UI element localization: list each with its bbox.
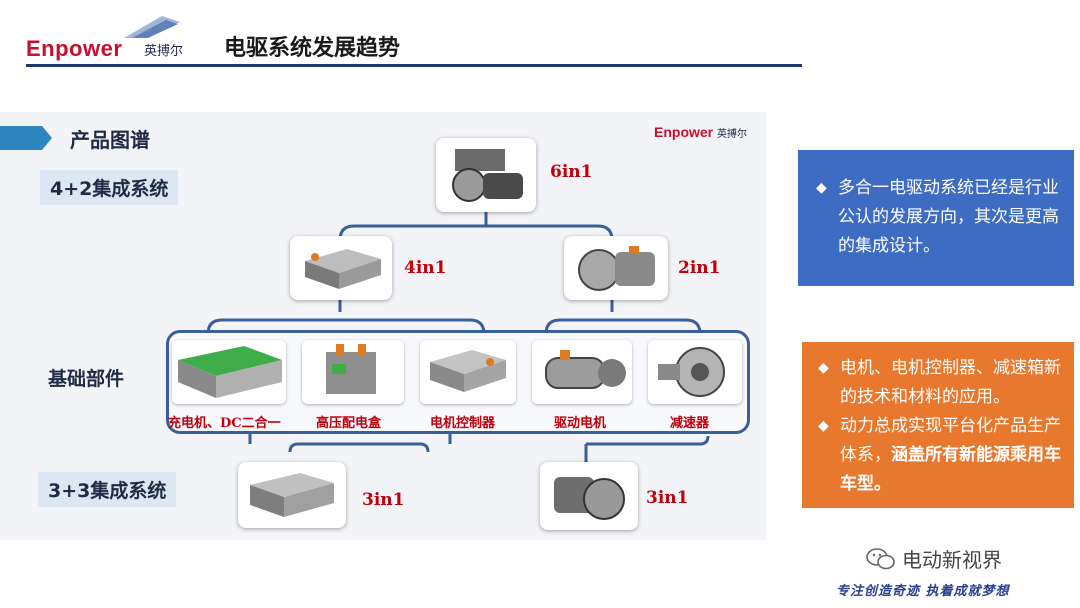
motor-controller-icon <box>430 350 506 392</box>
reducer-gear-icon <box>658 347 725 397</box>
node-2in1-image <box>564 236 668 300</box>
note-integration-trend: ◆ 多合一电驱动系统已经是行业公认的发展方向，其次是更高的集成设计。 <box>798 150 1074 286</box>
logo-wordmark: Enpower <box>26 36 123 61</box>
wechat-account: 电动新视界 <box>866 544 1002 573</box>
e-drive-assembly-icon <box>452 149 523 202</box>
charger-board-icon <box>178 346 282 398</box>
node-3in1-left-label: 3in1 <box>362 490 405 510</box>
part-label-hv-distribution: 高压配电盒 <box>316 416 382 431</box>
row-label-3plus3: 3+3集成系统 <box>38 472 177 507</box>
slide-title: 电驱系统发展趋势 <box>224 36 401 61</box>
card-logo-wordmark: Enpower <box>654 124 714 140</box>
note-orange-item2-bold: 涵盖所有新能源乘用车车型。 <box>840 445 1061 494</box>
note-tech-platform: ◆ 电机、电机控制器、减速箱新的技术和材料的应用。 ◆ 动力总成实现平台化产品生… <box>802 342 1074 508</box>
node-6in1-image <box>436 138 536 212</box>
part-label-charger-dc: 充电机、DC二合一 <box>168 416 281 431</box>
wechat-account-name: 电动新视界 <box>902 548 1002 572</box>
enpower-logo: Enpower 英搏尔 <box>26 14 216 64</box>
node-3in1-left-image <box>238 462 346 528</box>
part-charger-dc-image <box>172 340 286 404</box>
card-logo: Enpower 英搏尔 <box>654 124 747 140</box>
section-title: 产品图谱 <box>70 128 150 152</box>
row-label-4plus2: 4+2集成系统 <box>40 170 179 205</box>
note-orange-item2: 动力总成实现平台化产品生产体系，涵盖所有新能源乘用车车型。 <box>840 412 1062 499</box>
part-label-motor-controller: 电机控制器 <box>430 416 496 431</box>
part-reducer-image <box>648 340 742 404</box>
controller-box-icon <box>305 249 381 289</box>
logo-chinese: 英搏尔 <box>144 44 184 59</box>
part-motor-controller-image <box>420 340 516 404</box>
title-divider <box>26 64 802 67</box>
node-4in1-image <box>290 236 392 300</box>
hv-box-icon <box>326 344 376 394</box>
node-2in1-label: 2in1 <box>678 258 721 278</box>
node-3in1-right-label: 3in1 <box>646 488 689 508</box>
note-blue-text: 多合一电驱动系统已经是行业公认的发展方向，其次是更高的集成设计。 <box>838 178 1059 256</box>
wing-logo-icon <box>124 16 180 38</box>
footer-slogan: 专注创造奇迹 执着成就梦想 <box>836 584 1010 599</box>
part-hv-distribution-image <box>302 340 404 404</box>
motor-reducer-icon <box>578 246 655 291</box>
node-6in1-label: 6in1 <box>550 162 593 182</box>
diamond-bullet-icon: ◆ <box>818 360 829 376</box>
part-drive-motor-image <box>532 340 632 404</box>
card-logo-chinese: 英搏尔 <box>717 129 748 140</box>
section-tag-arrow-icon <box>0 126 52 150</box>
diamond-bullet-icon: ◆ <box>816 180 827 196</box>
part-label-drive-motor: 驱动电机 <box>554 416 607 431</box>
wechat-icon <box>866 547 895 569</box>
drive-motor-icon <box>545 350 626 389</box>
note-orange-item1: 电机、电机控制器、减速箱新的技术和材料的应用。 <box>840 358 1061 407</box>
integrated-3in1-box-icon <box>250 473 334 517</box>
node-4in1-label: 4in1 <box>404 258 447 278</box>
integrated-3in1-drive-icon <box>554 477 625 520</box>
part-label-reducer: 减速器 <box>670 416 710 431</box>
note-orange-item2-plain: 动力总成实现平台化产品生产体系， <box>840 416 1061 465</box>
node-3in1-right-image <box>540 462 638 530</box>
row-label-base-parts: 基础部件 <box>48 368 125 390</box>
diamond-bullet-icon: ◆ <box>818 418 829 434</box>
